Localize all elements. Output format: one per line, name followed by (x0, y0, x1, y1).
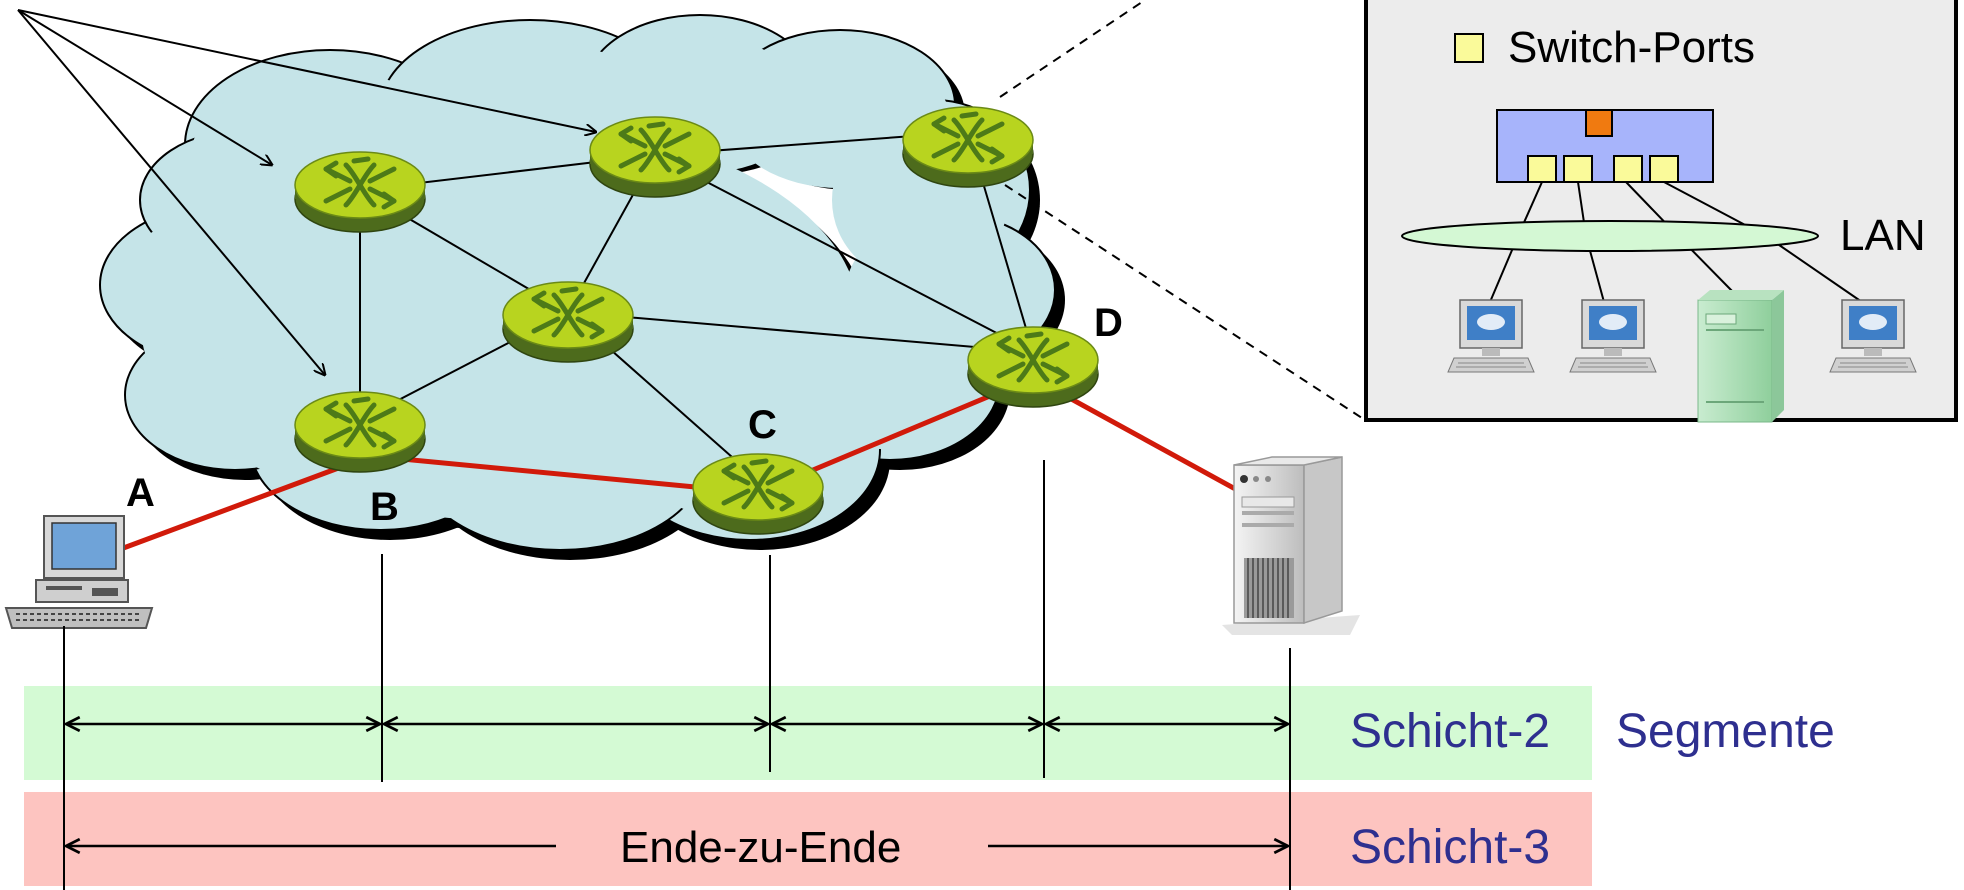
zoom-lines (999, 0, 1366, 421)
router-top-left (295, 152, 425, 232)
host-pc-icon (1447, 299, 1535, 373)
layer2-label: Schicht-2 (1350, 705, 1550, 758)
lan-segment (1401, 220, 1819, 252)
layer3-band (24, 792, 1592, 886)
lan-label: LAN (1840, 211, 1926, 260)
switch-port-legend-icon (1454, 33, 1484, 63)
router-b (295, 392, 425, 472)
segment-dividers (63, 460, 1291, 890)
node-label-c: C (748, 403, 777, 447)
router-top-middle (590, 117, 720, 197)
switch-port (1563, 155, 1593, 183)
end-to-end-label: Ende-zu-Ende (620, 823, 901, 872)
switch-port (1649, 155, 1679, 183)
host-server-icon (1697, 290, 1784, 423)
server-tower-icon (1222, 456, 1360, 635)
router-d (968, 327, 1098, 407)
pointer-arrows (17, 9, 596, 375)
switch-port (1613, 155, 1643, 183)
workstation-icon (4, 515, 154, 629)
switch-port (1527, 155, 1557, 183)
layer3-label: Schicht-3 (1350, 821, 1550, 874)
router-center (503, 282, 633, 362)
network-cloud (99, 14, 1065, 560)
legend-label: Switch-Ports (1508, 23, 1755, 72)
switch-uplink-port (1585, 109, 1613, 137)
layer2-description: Segmente (1616, 705, 1835, 758)
switch-detail-inset: Switch-Ports LAN (1364, 0, 1958, 423)
host-pc-icon (1829, 299, 1917, 373)
host-pc-icon (1569, 299, 1657, 373)
layer2-band (24, 686, 1592, 780)
node-label-d: D (1094, 301, 1123, 345)
node-label-b: B (370, 485, 399, 529)
router-top-right (903, 107, 1033, 187)
router-c (693, 454, 823, 534)
node-label-a: A (126, 471, 155, 515)
